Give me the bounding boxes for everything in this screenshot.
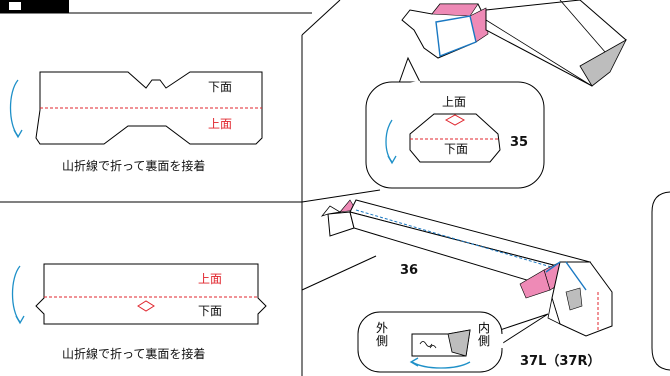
callout-35-pointer-mask: [397, 80, 421, 88]
callout-37-pointer: [491, 313, 549, 351]
panel-a-top-face-label: 上面: [208, 117, 233, 131]
panel-b-bottom-face-label: 下面: [198, 304, 223, 318]
part-a-shape: [35, 71, 263, 145]
step-number-35: 35: [510, 135, 529, 150]
header-tab-mark: [9, 2, 21, 10]
step-label-37: 37L（37R）: [520, 354, 601, 369]
zoom-line-top: [301, 0, 341, 36]
callout-35-pointer: [397, 56, 421, 87]
rotate-arrow-37: [409, 357, 471, 369]
rotate-arrow-35: [385, 119, 397, 165]
callout-37-shape: [411, 329, 471, 357]
partial-box-right: [651, 191, 670, 371]
outer-side-char-1: 外: [376, 321, 389, 335]
top-assembly: [401, 0, 627, 87]
inner-side-label: 内 側: [478, 322, 490, 348]
outer-side-label: 外 側: [376, 322, 388, 348]
fuselage-assembly: [320, 199, 613, 337]
rotate-arrow-b: [11, 265, 25, 325]
part-b-shape: [35, 263, 267, 325]
outer-side-char-2: 側: [376, 334, 389, 348]
panel-a-caption: 山折線で折って裏面を接着: [62, 159, 206, 173]
panel-b-caption: 山折線で折って裏面を接着: [62, 347, 206, 361]
callout-35-top-face-label: 上面: [442, 95, 467, 109]
rotate-arrow-a: [9, 79, 23, 139]
panel-a-bottom-face-label: 下面: [208, 80, 233, 94]
panel-b-top-face-label: 上面: [198, 272, 223, 286]
inner-side-char-1: 内: [478, 321, 491, 335]
callout-35-bottom-face-label: 下面: [444, 142, 469, 156]
callout-35-shape: [409, 113, 501, 163]
inner-side-char-2: 側: [478, 334, 491, 348]
zoom-line-mid: [301, 189, 381, 203]
zoom-line-low: [301, 255, 377, 291]
step-number-36: 36: [400, 263, 419, 278]
